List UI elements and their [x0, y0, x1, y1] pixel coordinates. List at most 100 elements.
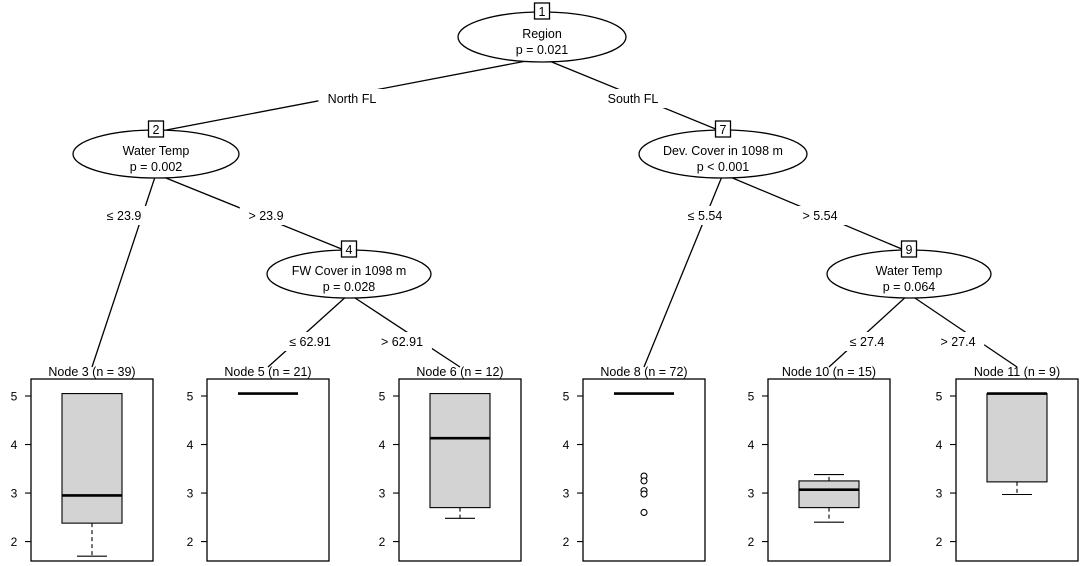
y-tick-label: 3: [748, 487, 755, 501]
edge-label-background: [239, 206, 293, 225]
edge-label: ≤ 23.9: [107, 209, 142, 223]
panel-frame: [582, 378, 706, 562]
terminal-node-8: Node 8 (n = 72) 2 3 4 5: [563, 365, 706, 562]
node-p-value: p < 0.001: [697, 160, 750, 174]
y-tick-label: 2: [379, 535, 386, 549]
panel-title: Node 10 (n = 15): [782, 365, 876, 379]
outlier-point: [640, 490, 648, 498]
edge-label-background: [599, 89, 667, 108]
y-tick-label: 5: [748, 389, 755, 403]
y-tick-label: 3: [11, 487, 18, 501]
iqr-box: [798, 480, 860, 509]
terminal-node-3: Node 3 (n = 39) 2 3 4 5: [11, 365, 154, 562]
tree-edge: [908, 293, 1018, 368]
terminal-node-10: Node 10 (n = 15) 2 3 4 5: [748, 365, 891, 562]
tree-edge: [267, 293, 350, 368]
tree-edge: [91, 173, 157, 368]
y-tick-label: 5: [187, 389, 194, 403]
edge-label: > 23.9: [248, 209, 283, 223]
edge-label-background: [931, 332, 985, 351]
node-id: 9: [906, 243, 913, 257]
outlier-point: [640, 477, 648, 485]
edge-label-background: [318, 89, 386, 108]
edge-label: > 5.54: [802, 209, 837, 223]
edge-label: South FL: [608, 92, 659, 106]
edge-labels: North FL South FL ≤ 23.9 > 23.9 ≤ 62.91 > 62.…: [97, 89, 985, 351]
node-id: 7: [720, 123, 727, 137]
inner-node-4: 4 FW Cover in 1098 m p = 0.028: [266, 240, 432, 299]
terminal-node-11: Node 11 (n = 9) 2 3 4 5: [936, 365, 1079, 562]
panel-frame: [206, 378, 330, 562]
node-variable-label: Dev. Cover in 1098 m: [663, 144, 783, 158]
outlier-point: [640, 508, 648, 517]
y-tick-label: 2: [11, 535, 18, 549]
y-tick-label: 2: [563, 535, 570, 549]
edge-label-background: [97, 206, 151, 225]
y-tick-label: 4: [187, 438, 194, 452]
panel-title: Node 5 (n = 21): [224, 365, 311, 379]
node-id: 4: [346, 243, 353, 257]
panel-title: Node 11 (n = 9): [974, 365, 1060, 379]
edge-label: ≤ 27.4: [850, 335, 885, 349]
y-tick-label: 5: [563, 389, 570, 403]
y-tick-label: 2: [936, 535, 943, 549]
y-tick-label: 3: [187, 487, 194, 501]
edge-label-background: [678, 206, 732, 225]
y-tick-label: 3: [379, 487, 386, 501]
y-tick-label: 5: [11, 389, 18, 403]
y-tick-label: 2: [748, 535, 755, 549]
edge-label: ≤ 5.54: [688, 209, 723, 223]
node-id: 1: [539, 5, 546, 19]
y-tick-label: 2: [187, 535, 194, 549]
node-id-box: [714, 120, 732, 138]
y-tick-label: 4: [936, 438, 943, 452]
edge-label-background: [793, 206, 847, 225]
tree-edges: [91, 57, 1018, 368]
edge-label: > 62.91: [381, 335, 423, 349]
node-p-value: p = 0.002: [130, 160, 183, 174]
panel-title: Node 6 (n = 12): [416, 365, 503, 379]
node-id-box: [533, 2, 551, 20]
y-tick-label: 5: [379, 389, 386, 403]
edge-label-background: [840, 332, 894, 351]
edge-label: > 27.4: [940, 335, 975, 349]
panel-frame: [767, 378, 891, 562]
y-tick-label: 4: [379, 438, 386, 452]
edge-label: North FL: [328, 92, 377, 106]
panel-title: Node 8 (n = 72): [600, 365, 687, 379]
node-id-box: [147, 120, 165, 138]
node-p-value: p = 0.021: [516, 43, 569, 57]
edge-label-background: [280, 332, 340, 351]
y-tick-label: 4: [563, 438, 570, 452]
y-tick-label: 3: [563, 487, 570, 501]
tree-edge: [643, 173, 724, 368]
node-variable-label: FW Cover in 1098 m: [292, 264, 407, 278]
y-tick-label: 5: [936, 389, 943, 403]
edge-label: ≤ 62.91: [289, 335, 331, 349]
terminal-node-5: Node 5 (n = 21) 2 3 4 5: [187, 365, 330, 562]
node-id-box: [900, 240, 918, 258]
tree-edge: [828, 293, 910, 368]
edge-label-background: [372, 332, 432, 351]
node-p-value: p = 0.064: [883, 280, 936, 294]
y-tick-label: 3: [936, 487, 943, 501]
y-tick-label: 4: [11, 438, 18, 452]
terminal-node-6: Node 6 (n = 12) 2 3 4 5: [379, 365, 522, 562]
panel-title: Node 3 (n = 39): [48, 365, 135, 379]
iqr-box: [61, 393, 123, 524]
iqr-box: [986, 393, 1048, 483]
node-id: 2: [153, 123, 160, 137]
node-id-box: [340, 240, 358, 258]
tree-edge: [348, 293, 461, 368]
node-variable-label: Water Temp: [876, 264, 943, 278]
y-tick-label: 4: [748, 438, 755, 452]
node-p-value: p = 0.028: [323, 280, 376, 294]
node-variable-label: Region: [522, 27, 562, 41]
